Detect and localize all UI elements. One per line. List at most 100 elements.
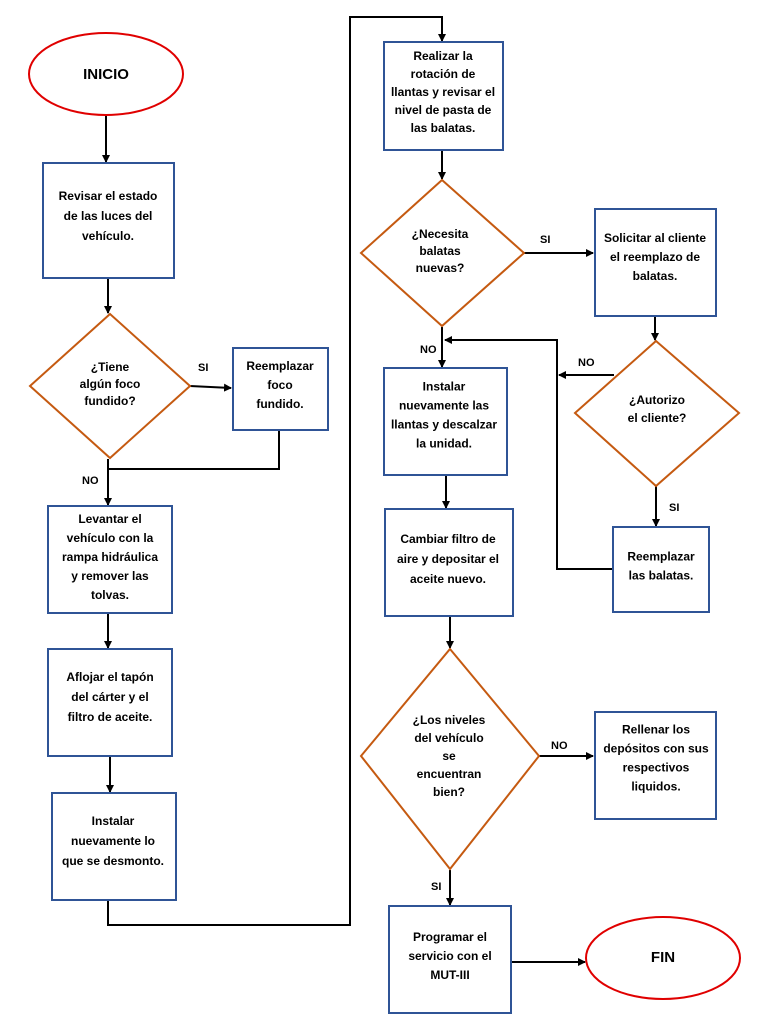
node-text-line: Realizar la [413,49,473,63]
node-text-line: respectivos [623,761,690,775]
label-autorizo-no: NO [578,357,595,369]
decision-niveles: ¿Los niveles del vehículo se encuentran bien… [359,647,541,871]
label-balatas-si: SI [540,234,550,246]
node-text-line: aceite nuevo. [410,572,486,586]
node-text-line: ¿Tiene [91,360,130,374]
node-text-line: Revisar el estado [59,189,158,203]
process-revisar-luces-text: Revisar el estado de las luces del vehícul… [59,189,158,243]
node-text-line: Rellenar los [622,723,690,737]
process-reemplazar-balatas: Reemplazar las balatas. [612,526,710,613]
node-text-line: ¿Los niveles [413,713,486,727]
process-instalar-lo-text: Instalar nuevamente lo que se desmonto. [62,814,164,868]
node-text-line: ¿Autorizo [629,393,685,407]
process-instalar-lo: Instalar nuevamente lo que se desmonto. [51,792,177,901]
node-text-line: se [442,749,456,763]
process-levantar-text: Levantar el vehículo con la rampa hidráuli… [62,512,158,602]
node-text-line: del cárter y el [71,690,148,704]
process-programar-text: Programar el servicio con el MUT-III [408,930,491,982]
node-text-line: llantas y descalzar [391,418,497,432]
terminal-fin-label: FIN [651,949,675,966]
label-niveles-no: NO [551,740,568,752]
node-text-line: de las luces del [64,209,153,223]
node-text-line: Solicitar al cliente [604,231,706,245]
node-text-line: ¿Necesita [412,227,469,241]
node-text-line: Cambiar filtro de [400,532,496,546]
node-text-line: tolvas. [91,588,129,602]
process-reemplazar-balatas-text: Reemplazar las balatas. [627,550,695,583]
node-text-line: foco [267,378,292,392]
process-aflojar-text: Aflojar el tapón del cárter y el filtro de… [66,670,153,724]
node-text-line: balatas [419,244,461,258]
node-text-line: nuevamente lo [71,834,155,848]
edge-instalar-rotacion [107,16,446,926]
decision-tiene-foco-text: ¿Tiene algún foco fundido? [80,360,141,408]
node-text-line: encuentran [417,767,482,781]
connectors [102,16,660,966]
node-text-line: Levantar el [78,512,141,526]
label-foco-no: NO [82,475,99,487]
node-text-line: vehículo con la [67,531,154,545]
edge-tiene-si [189,383,232,392]
label-balatas-no: NO [420,344,437,356]
process-instalar-llantas: Instalar nuevamente las llantas y descalza… [383,367,508,476]
label-autorizo-si: SI [669,502,679,514]
edge-reemplazar-return [444,336,612,570]
node-text-line: servicio con el [408,949,491,963]
node-text-line: Reemplazar [246,359,314,373]
process-rellenar-text: Rellenar los depósitos con sus respectivos… [603,723,709,794]
decision-tiene-foco: ¿Tiene algún foco fundido? [28,312,192,460]
node-text-line: MUT-III [430,968,469,982]
node-text-line: rampa hidráulica [62,550,158,564]
process-solicitar: Solicitar al cliente el reemplazo de balat… [594,208,717,317]
process-cambiar-filtro: Cambiar filtro de aire y depositar el acei… [384,508,514,617]
node-text-line: nuevamente las [399,399,489,413]
node-text-line: fundido? [84,394,135,408]
process-programar: Programar el servicio con el MUT-III [388,905,512,1014]
node-text-line: algún foco [80,377,141,391]
process-aflojar: Aflojar el tapón del cárter y el filtro de… [47,648,173,757]
node-text-line: el reemplazo de [610,250,700,264]
node-text-line: balatas. [633,269,678,283]
node-text-line: Reemplazar [627,550,695,564]
label-foco-si: SI [198,362,208,374]
node-text-line: filtro de aceite. [68,710,153,724]
node-text-line: del vehículo [414,731,483,745]
decision-necesita-balatas: ¿Necesita balatas nuevas? [359,178,526,328]
node-text-line: aire y depositar el [397,552,499,566]
node-text-line: las balatas. [629,569,694,583]
process-solicitar-text: Solicitar al cliente el reemplazo de balat… [604,231,706,283]
terminal-fin: FIN [585,916,741,1000]
decision-necesita-balatas-text: ¿Necesita balatas nuevas? [412,227,469,275]
node-text-line: que se desmonto. [62,854,164,868]
process-rellenar: Rellenar los depósitos con sus respectivos… [594,711,717,820]
node-text-line: nivel de pasta de [395,103,492,117]
edge-reemplazar-return [108,430,280,470]
node-text-line: Aflojar el tapón [66,670,153,684]
terminal-inicio: INICIO [28,32,184,116]
node-text-line: y remover las [71,569,149,583]
decision-niveles-text: ¿Los niveles del vehículo se encuentran bien… [413,713,486,799]
node-text-line: Programar el [413,930,487,944]
process-levantar: Levantar el vehículo con la rampa hidráuli… [47,505,173,614]
node-text-line: Instalar [92,814,135,828]
edge-labels: SI NO SI NO NO SI NO SI [82,234,679,893]
node-text-line: llantas y revisar el [391,85,495,99]
node-text-line: bien? [433,785,465,799]
node-text-line: Instalar [423,380,466,394]
node-text-line: nuevas? [416,261,465,275]
terminal-inicio-label: INICIO [83,66,129,83]
node-text-line: las balatas. [411,121,476,135]
label-niveles-si: SI [431,881,441,893]
process-cambiar-filtro-text: Cambiar filtro de aire y depositar el acei… [397,532,499,586]
node-text-line: vehículo. [82,229,134,243]
node-text-line: depósitos con sus [603,742,709,756]
process-revisar-luces: Revisar el estado de las luces del vehícul… [42,162,175,279]
process-instalar-llantas-text: Instalar nuevamente las llantas y descalza… [391,380,497,451]
